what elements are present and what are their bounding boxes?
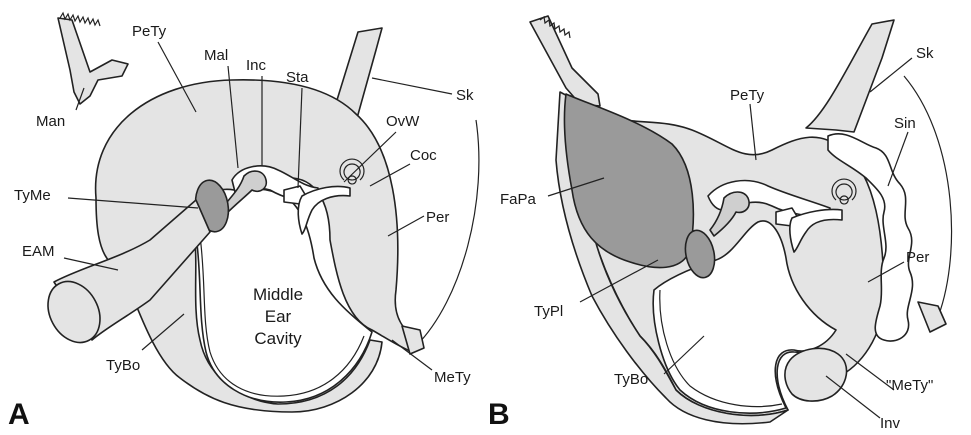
label-per-b: Per — [906, 249, 929, 266]
cavity-label-line-3: Cavity — [254, 329, 302, 348]
label-tybo-b: TyBo — [614, 371, 648, 388]
label-sk-b: Sk — [916, 45, 934, 62]
label-fapa: FaPa — [500, 191, 537, 208]
panel-letter-a: A — [8, 398, 30, 431]
panel-b: PeTy Sk Sin FaPa Per TyPl TyBo "MeTy" In… — [488, 16, 952, 432]
label-tybo: TyBo — [106, 357, 140, 374]
mandible-shape — [58, 18, 128, 104]
label-inv: Inv — [880, 415, 901, 432]
label-inc: Inc — [246, 57, 267, 74]
label-ovw: OvW — [386, 113, 420, 130]
label-sta: Sta — [286, 69, 309, 86]
label-eam: EAM — [22, 243, 55, 260]
label-pety-b: PeTy — [730, 87, 765, 104]
label-tyme: TyMe — [14, 187, 51, 204]
involucrum — [785, 348, 847, 401]
label-man: Man — [36, 113, 65, 130]
label-mety-b: "MeTy" — [886, 377, 933, 394]
label-pety: PeTy — [132, 23, 167, 40]
label-mal: Mal — [204, 47, 228, 64]
label-sin: Sin — [894, 115, 916, 132]
skull-stalk-b — [806, 20, 894, 132]
label-sk: Sk — [456, 87, 474, 104]
panel-letter-b: B — [488, 398, 510, 431]
cavity-label-line-1: Middle — [253, 285, 303, 304]
label-coc: Coc — [410, 147, 437, 164]
jaw-spike — [530, 16, 600, 106]
label-mety: MeTy — [434, 369, 471, 386]
label-per: Per — [426, 209, 449, 226]
cavity-label-line-2: Ear — [265, 307, 292, 326]
label-typl: TyPl — [534, 303, 563, 320]
panel-a: Man PeTy Mal Inc Sta Sk OvW Coc TyMe Per… — [8, 13, 479, 431]
